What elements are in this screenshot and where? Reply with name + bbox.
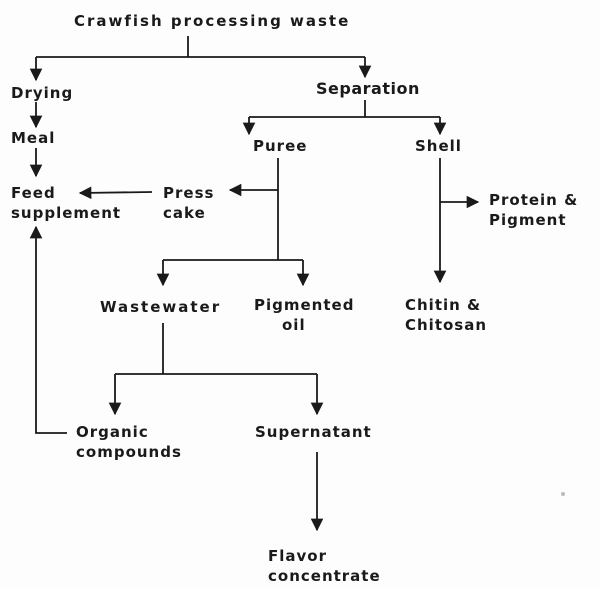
scan-speck: [561, 492, 565, 496]
node-press-cake: Press cake: [163, 183, 214, 223]
node-supernatant: Supernatant: [255, 423, 372, 441]
arrow-organic-to-feed: [29, 225, 67, 434]
node-protein-pigment: Protein & Pigment: [489, 190, 578, 230]
node-organic-line2: compounds: [76, 443, 182, 461]
node-feed-line1: Feed: [11, 184, 56, 202]
node-pigmented-line1: Pigmented: [254, 296, 355, 314]
node-chitin-line2: Chitosan: [405, 316, 488, 334]
node-protein-line1: Protein &: [489, 191, 579, 209]
node-feed-supplement: Feed supplement: [11, 183, 121, 223]
node-protein-line2: Pigment: [489, 211, 567, 229]
node-puree: Puree: [253, 137, 308, 155]
node-flavor-line1: Flavor: [268, 547, 327, 565]
node-chitin-line1: Chitin &: [405, 296, 482, 314]
node-feed-line2: supplement: [11, 204, 122, 222]
node-shell: Shell: [415, 137, 462, 155]
node-wastewater: Wastewater: [100, 298, 222, 316]
node-crawfish-waste: Crawfish processing waste: [74, 12, 351, 30]
node-meal: Meal: [11, 129, 56, 147]
node-press-line2: cake: [163, 204, 206, 222]
node-pigmented-oil: Pigmented oil: [254, 295, 354, 335]
node-pigmented-line2: oil: [282, 316, 306, 334]
node-drying: Drying: [11, 84, 74, 102]
node-chitin-chitosan: Chitin & Chitosan: [405, 295, 487, 335]
arrow-press-to-feed: [78, 186, 153, 200]
node-organic-line1: Organic: [76, 423, 149, 441]
node-separation: Separation: [316, 79, 420, 98]
node-flavor-concentrate: Flavor concentrate: [268, 546, 381, 586]
node-organic-compounds: Organic compounds: [76, 422, 182, 462]
node-flavor-line2: concentrate: [268, 567, 381, 585]
node-press-line1: Press: [163, 184, 215, 202]
